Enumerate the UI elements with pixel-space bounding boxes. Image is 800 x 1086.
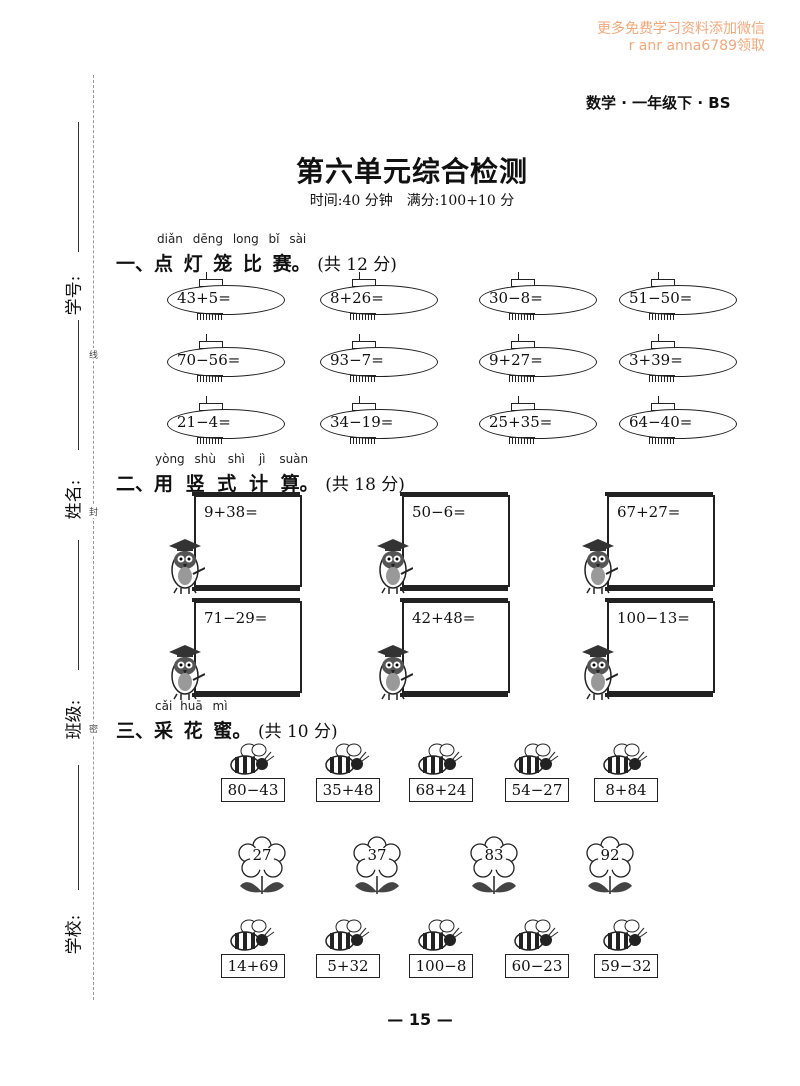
flower: 27 <box>234 836 290 896</box>
lantern-expression: 8+26= <box>330 289 384 307</box>
bee-icon <box>325 919 370 951</box>
lantern-expression: 93−7= <box>330 351 384 369</box>
page-number: — 15 — <box>387 1010 453 1029</box>
bee-icon <box>514 919 559 951</box>
flower: 92 <box>582 836 638 896</box>
page-subtitle: 时间:40 分钟 满分:100+10 分 <box>309 193 515 209</box>
board-expression: 50−6= <box>412 503 466 521</box>
lantern: 34−19= <box>320 396 438 450</box>
calc-board: 67+27= <box>605 492 715 591</box>
xuexiao-line <box>78 765 79 890</box>
mark-mi: 密 <box>89 722 99 735</box>
owl-teacher-icon <box>582 539 618 594</box>
bee-icon <box>418 743 463 775</box>
lantern-expression: 21−4= <box>177 413 231 431</box>
section2-heading: 二、用 竖 式 计 算。 (共 18 分) <box>116 473 405 495</box>
subject-header: 数学 · 一年级下 · BS <box>586 94 731 112</box>
lantern: 25+35= <box>479 396 597 450</box>
lantern-expression: 43+5= <box>177 289 231 307</box>
bee-expression: 14+69 <box>221 954 285 978</box>
owl-teacher-icon <box>169 539 205 594</box>
bee-icon <box>603 919 648 951</box>
xuexiao-label: 学校: <box>64 914 85 955</box>
section1-pinyin: diǎn dēng long bǐ sài <box>157 232 307 246</box>
bee-expression: 60−23 <box>505 954 569 978</box>
bee-expression: 68+24 <box>409 778 473 802</box>
xingming-line <box>78 320 79 450</box>
lantern: 51−50= <box>619 272 737 326</box>
xingming-label: 姓名: <box>64 479 85 520</box>
flower-icon <box>238 836 286 894</box>
lantern: 64−40= <box>619 396 737 450</box>
bee-icon <box>230 743 275 775</box>
banji-line <box>78 540 79 670</box>
section3-heading: 三、采 花 蜜。 (共 10 分) <box>116 720 338 742</box>
watermark: 更多免费学习资料添加微信 r anr anna6789领取 <box>555 21 765 55</box>
bee-icon <box>603 743 648 775</box>
xuehao-label: 学号: <box>64 275 85 316</box>
board-expression: 71−29= <box>204 609 268 627</box>
lantern: 3+39= <box>619 334 737 388</box>
lantern-expression: 64−40= <box>629 413 693 431</box>
mark-feng: 封 <box>89 505 99 518</box>
bee-expression: 100−8 <box>409 954 473 978</box>
flower-icon <box>470 836 518 894</box>
section2-pinyin: yòng shù shì jì suàn <box>155 452 309 466</box>
xuehao-line <box>78 122 79 252</box>
lantern: 93−7= <box>320 334 438 388</box>
bee-expression: 80−43 <box>221 778 285 802</box>
calc-board: 42+48= <box>400 598 510 697</box>
owl-teacher-icon <box>377 645 413 700</box>
board-expression: 100−13= <box>617 609 690 627</box>
lantern: 70−56= <box>167 334 285 388</box>
bee-expression: 5+32 <box>316 954 380 978</box>
bee-icon <box>325 743 370 775</box>
board-expression: 9+38= <box>204 503 258 521</box>
binding-dashed-line <box>93 75 94 1000</box>
watermark-line-1: 更多免费学习资料添加微信 <box>597 21 765 37</box>
lantern: 30−8= <box>479 272 597 326</box>
lantern-expression: 34−19= <box>330 413 394 431</box>
lantern-expression: 51−50= <box>629 289 693 307</box>
lantern-expression: 25+35= <box>489 413 553 431</box>
bee-expression: 8+84 <box>594 778 658 802</box>
section1-heading: 一、点 灯 笼 比 赛。 (共 12 分) <box>116 253 397 275</box>
lantern: 9+27= <box>479 334 597 388</box>
bee-icon <box>418 919 463 951</box>
lantern: 43+5= <box>167 272 285 326</box>
calc-board: 100−13= <box>605 598 715 697</box>
flower-number: 27 <box>252 846 272 864</box>
flower-icon <box>586 836 634 894</box>
calc-board: 71−29= <box>192 598 302 697</box>
owl-teacher-icon <box>582 645 618 700</box>
flower: 37 <box>349 836 405 896</box>
page-title: 第六单元综合检测 <box>295 155 528 188</box>
section3-pinyin: cǎi huā mì <box>155 699 228 713</box>
flower: 83 <box>466 836 522 896</box>
bee-icon <box>514 743 559 775</box>
lantern-expression: 30−8= <box>489 289 543 307</box>
flower-number: 83 <box>484 846 504 864</box>
board-expression: 42+48= <box>412 609 476 627</box>
owl-teacher-icon <box>377 539 413 594</box>
mark-xian: 线 <box>89 348 99 361</box>
bee-expression: 59−32 <box>594 954 658 978</box>
flower-number: 92 <box>600 846 620 864</box>
bee-expression: 54−27 <box>505 778 569 802</box>
calc-board: 50−6= <box>400 492 510 591</box>
board-expression: 67+27= <box>617 503 681 521</box>
flower-number: 37 <box>367 846 387 864</box>
lantern-expression: 3+39= <box>629 351 683 369</box>
owl-teacher-icon <box>169 645 205 700</box>
banji-label: 班级: <box>64 699 85 740</box>
calc-board: 9+38= <box>192 492 302 591</box>
lantern: 8+26= <box>320 272 438 326</box>
bee-expression: 35+48 <box>316 778 380 802</box>
flower-icon <box>353 836 401 894</box>
watermark-line-2: r anr anna6789领取 <box>628 38 765 54</box>
bee-icon <box>230 919 275 951</box>
lantern: 21−4= <box>167 396 285 450</box>
lantern-expression: 70−56= <box>177 351 241 369</box>
lantern-expression: 9+27= <box>489 351 543 369</box>
